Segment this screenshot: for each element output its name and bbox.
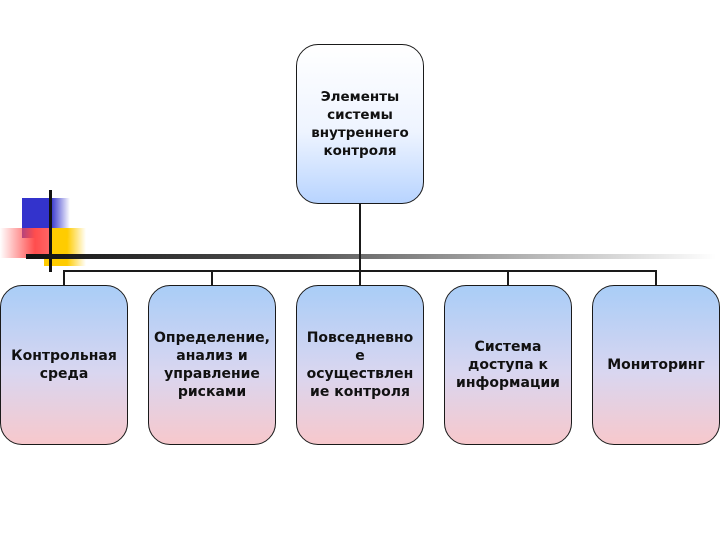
- child-connector: [359, 270, 361, 285]
- decor-vertical-line: [49, 190, 52, 272]
- child-node-label: Повседневно е осуществлен ие контроля: [306, 330, 414, 400]
- child-node-label: Определение, анализ и управление рисками: [154, 330, 270, 400]
- child-node-daily-control: Повседневно е осуществлен ие контроля: [296, 285, 424, 445]
- child-node-control-environment: Контрольная среда: [0, 285, 128, 445]
- root-node: Элементы системы внутреннего контроля: [296, 44, 424, 204]
- child-connector: [63, 270, 65, 285]
- child-node-information-access: Система доступа к информации: [444, 285, 572, 445]
- child-connector: [211, 270, 213, 285]
- child-node-label: Контрольная среда: [11, 348, 117, 382]
- child-node-label: Мониторинг: [607, 357, 705, 373]
- child-node-label: Система доступа к информации: [456, 339, 560, 391]
- child-connector: [507, 270, 509, 285]
- root-node-label: Элементы системы внутреннего контроля: [311, 89, 409, 159]
- child-node-monitoring: Мониторинг: [592, 285, 720, 445]
- decor-horizontal-line: [26, 254, 716, 259]
- root-connector: [359, 204, 361, 272]
- child-connector: [655, 270, 657, 285]
- decor-red-band: [0, 228, 50, 258]
- child-node-risk-management: Определение, анализ и управление рисками: [148, 285, 276, 445]
